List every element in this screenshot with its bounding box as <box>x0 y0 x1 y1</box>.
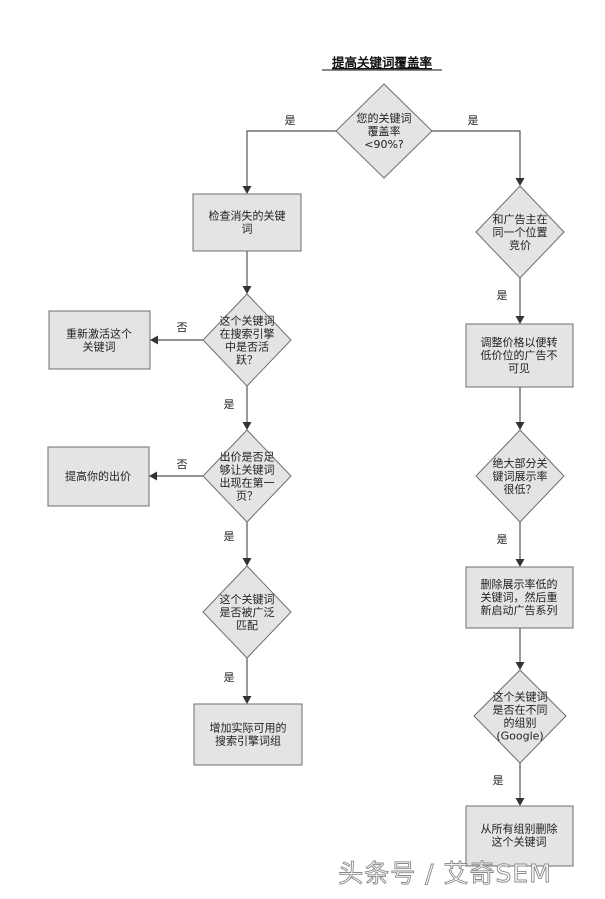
node-text-line: 删除展示率低的 <box>481 577 558 591</box>
node-text: 这个关键词是否在不同的组别(Google) <box>493 690 548 743</box>
node-text: 绝大部分关键词展示率很低？ <box>493 456 548 496</box>
node-text-line: 提高你的出价 <box>65 469 131 483</box>
label-yes: 是 <box>497 289 508 302</box>
node-text: 增加实际可用的搜索引擎词组 <box>210 721 287 748</box>
decision-coverage: 您的关键词覆盖率<90%? <box>335 83 433 179</box>
decision-bid: 出价是否足够让关键词出现在第一页？ <box>202 429 292 523</box>
process-reactivate: 重新激活这个关键词 <box>48 310 151 370</box>
node-text: 调整价格以便转低价位的广告不可见 <box>481 335 558 375</box>
node-text: 提高你的出价 <box>65 469 131 483</box>
node-text-line: 出价是否足 <box>220 450 275 464</box>
node-text-line: 重新激活这个 <box>66 327 132 341</box>
arrowhead <box>242 422 252 430</box>
arrowhead <box>515 662 525 670</box>
arrowhead <box>515 316 525 324</box>
node-text-line: 关键词 <box>83 340 116 354</box>
arrowhead <box>150 335 158 345</box>
node-text-line: 这个关键词 <box>493 690 548 704</box>
node-text-line: 这个关键词 <box>492 835 547 849</box>
label-no: 否 <box>177 458 188 471</box>
node-text-line: 够让关键词 <box>220 463 275 477</box>
node-text-line: 新启动广告系列 <box>481 603 558 617</box>
node-text-line: 检查消失的关键 <box>209 209 286 223</box>
arrowhead <box>515 422 525 430</box>
arrowhead <box>242 186 252 194</box>
connectors <box>149 130 525 806</box>
label-yes: 是 <box>468 114 479 127</box>
node-text-line: 的组别 <box>504 716 537 730</box>
node-text: 删除展示率低的关键词，然后重新启动广告系列 <box>481 577 558 617</box>
diagram-title: 提高关键词覆盖率 <box>332 55 433 70</box>
decision-same-position: 和广告主在同一个位置竞价 <box>475 185 565 279</box>
node-text: 这个关键词是否被广泛匹配 <box>220 592 275 632</box>
node-text-line: 关键词，然后重 <box>481 590 558 604</box>
label-yes: 是 <box>497 533 508 546</box>
process-delete-all: 从所有组别删除这个关键词 <box>465 805 574 867</box>
node-text-line: 和广告主在 <box>493 213 548 226</box>
arrowhead <box>242 696 252 704</box>
node-text-line: 您的关键词 <box>357 111 412 125</box>
arrowhead <box>242 286 252 294</box>
node-text-line: 出现在第一 <box>220 476 275 490</box>
node-text-line: 是否被广泛 <box>220 606 275 619</box>
edge-coverage-to-check <box>246 130 336 186</box>
node-text-line: 页？ <box>236 490 258 503</box>
node-text-line: (Google) <box>496 730 543 743</box>
node-text-line: 同一个位置 <box>493 225 548 239</box>
node-text: 您的关键词覆盖率<90%? <box>357 111 412 151</box>
node-text-line: 词 <box>242 223 253 236</box>
node-text-line: 是否在不同 <box>493 704 548 717</box>
label-yes: 是 <box>224 398 235 411</box>
watermark-text: 头条号 / 艾奇SEM <box>338 859 552 888</box>
arrowhead <box>242 558 252 566</box>
node-text-line: 在搜索引擎 <box>220 327 275 341</box>
decision-broad: 这个关键词是否被广泛匹配 <box>202 565 292 659</box>
node-text-line: 这个关键词 <box>220 592 275 606</box>
label-yes: 是 <box>224 671 235 684</box>
node-text-line: 增加实际可用的 <box>210 721 287 735</box>
node-text-line: 搜索引擎词组 <box>215 734 281 748</box>
node-text-line: 这个关键词 <box>220 314 275 328</box>
node-text: 出价是否足够让关键词出现在第一页？ <box>220 450 275 503</box>
node-text-line: 覆盖率 <box>368 124 401 138</box>
arrowhead <box>515 178 525 186</box>
label-yes: 是 <box>285 114 296 127</box>
edge-labels: 是 是 否 是 否 是 是 是 是 是 <box>177 114 508 787</box>
label-no: 否 <box>177 321 188 334</box>
node-text-line: 可见 <box>508 362 530 375</box>
arrowhead <box>515 798 525 806</box>
process-add-terms: 增加实际可用的搜索引擎词组 <box>193 703 303 766</box>
decision-low-impressions: 绝大部分关键词展示率很低？ <box>475 429 565 523</box>
node-text-line: 很低？ <box>504 482 537 496</box>
node-text: 这个关键词在搜索引擎中是否活跃？ <box>220 314 275 367</box>
node-text-line: <90%? <box>364 138 404 151</box>
process-delete-low: 删除展示率低的关键词，然后重新启动广告系列 <box>465 566 574 629</box>
node-text-line: 匹配 <box>236 619 258 632</box>
node-text-line: 低价位的广告不 <box>481 348 558 362</box>
node-text-line: 从所有组别删除 <box>481 822 558 836</box>
process-raise-bid: 提高你的出价 <box>47 446 150 507</box>
node-text-line: 键词展示率 <box>493 469 548 483</box>
label-yes: 是 <box>493 774 504 787</box>
edge-coverage-to-same-position <box>432 130 521 178</box>
node-text: 重新激活这个关键词 <box>66 327 132 354</box>
process-check-missing: 检查消失的关键词 <box>192 193 302 252</box>
node-text-line: 跃？ <box>236 353 258 367</box>
node-text-line: 竞价 <box>509 238 531 252</box>
decision-different-group: 这个关键词是否在不同的组别(Google) <box>473 669 567 764</box>
node-text: 从所有组别删除这个关键词 <box>481 822 558 849</box>
node-text-line: 调整价格以便转 <box>481 335 558 349</box>
process-adjust-price: 调整价格以便转低价位的广告不可见 <box>465 323 574 388</box>
arrowhead <box>149 471 157 481</box>
decision-active: 这个关键词在搜索引擎中是否活跃？ <box>202 293 292 387</box>
node-text: 和广告主在同一个位置竞价 <box>493 213 548 252</box>
node-text-line: 中是否活 <box>225 341 269 354</box>
node-text-line: 绝大部分关 <box>493 456 548 470</box>
node-text: 检查消失的关键词 <box>209 209 286 236</box>
arrowhead <box>515 559 525 567</box>
label-yes: 是 <box>224 530 235 543</box>
